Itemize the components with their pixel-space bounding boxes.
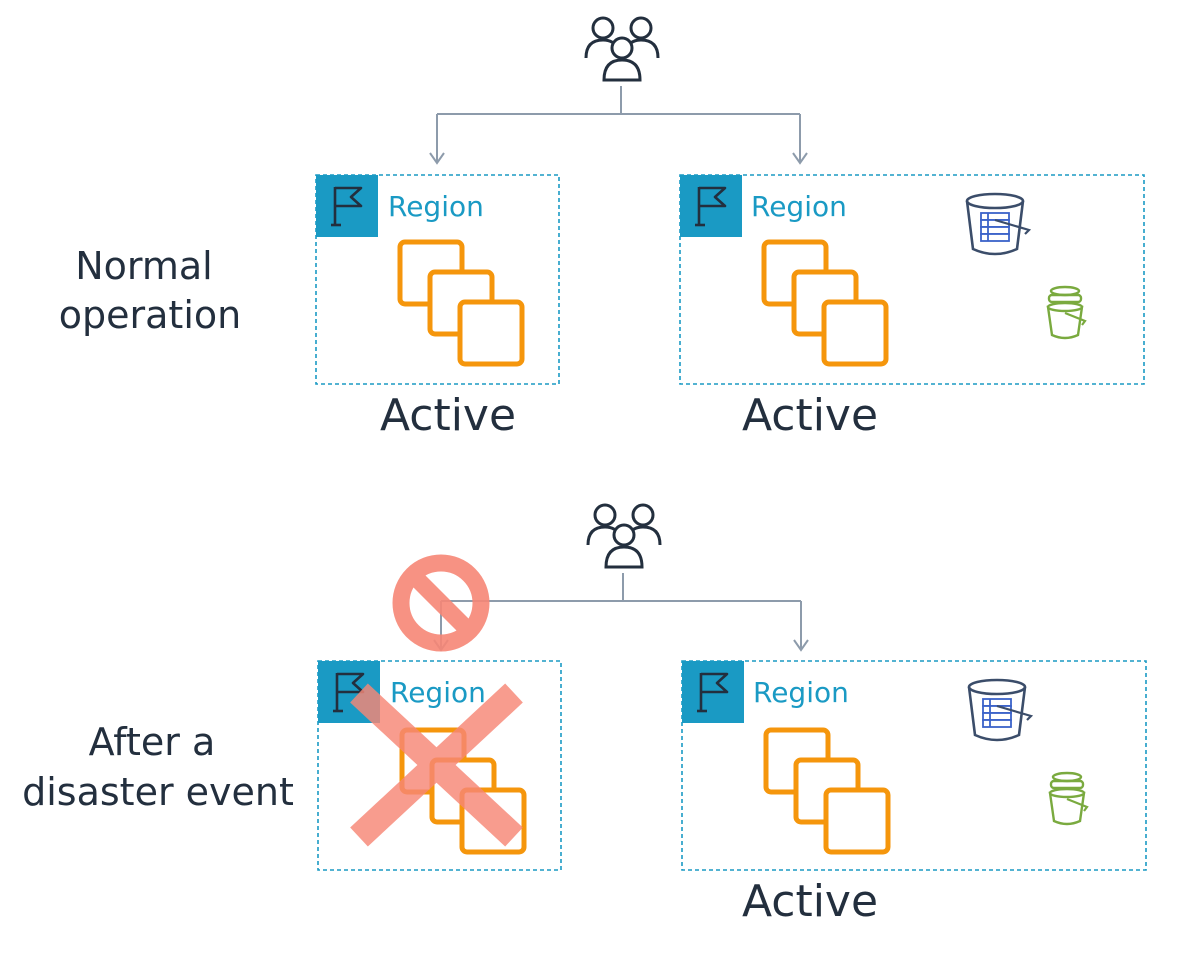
region-boundary [315,174,560,385]
region-box: Region [314,173,560,385]
region-box: Region [678,173,1145,385]
prohibited-icon [392,554,490,652]
region-box: Region [680,659,1147,871]
users-group-icon [584,16,660,82]
scenario-label: After a disaster event [22,720,294,814]
region-status: Active [742,390,878,441]
region-boundary [317,660,562,871]
region-status: Active [742,876,878,927]
region-label: Region [751,190,847,223]
compute-instances-icon [766,730,888,852]
region-label: Region [753,676,849,709]
region-failed-cross [350,683,523,847]
scenario-label-line: operation [59,293,241,337]
compute-instances-icon [764,242,886,364]
region-flag-icon [678,173,744,239]
scenario-label-line: Normal [75,244,213,288]
storage-bucket-icon [1048,771,1089,826]
scenario-label-line: After a [89,720,216,764]
region-flag-icon [680,659,746,725]
scenario-label: Normal operation [59,244,241,337]
region-status: Active [380,390,516,441]
scenario-after-disaster: After a disaster event Region Region [22,503,1147,927]
region-boundary [679,174,1145,385]
database-bucket-icon [967,678,1033,742]
region-flag-icon [314,173,380,239]
database-bucket-icon [965,192,1031,256]
region-label: Region [388,190,484,223]
traffic-connector [429,86,808,165]
scenario-normal-operation: Normal operation Region Active Region Ac… [59,16,1145,441]
compute-instances-icon [400,242,522,364]
storage-bucket-icon [1046,285,1087,340]
users-group-icon [586,503,662,569]
scenario-label-line: disaster event [22,770,294,814]
traffic-connector [433,573,809,652]
region-box: Region [316,659,562,871]
region-label: Region [390,676,486,709]
region-boundary [681,660,1147,871]
